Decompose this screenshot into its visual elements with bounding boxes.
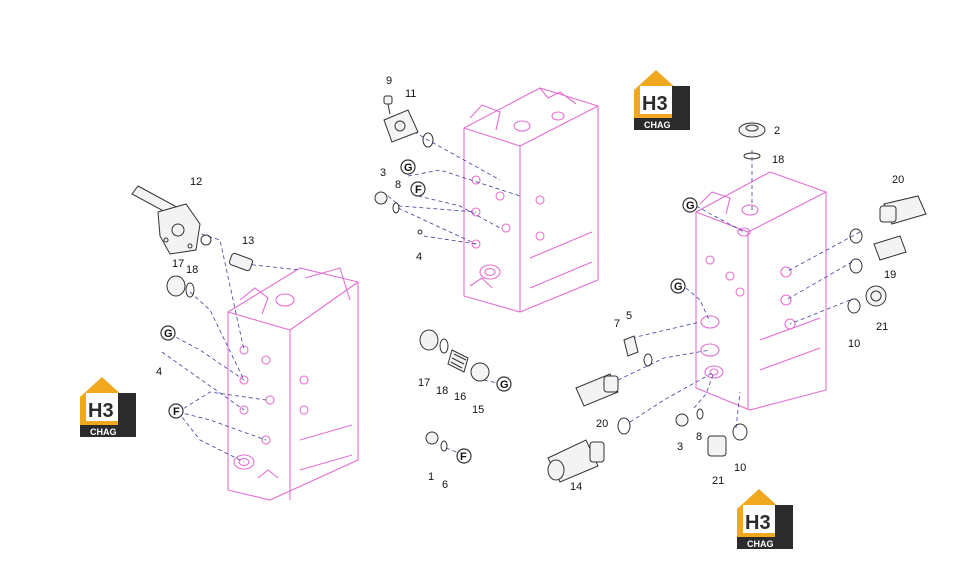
svg-text:CHAG: CHAG [644, 120, 671, 130]
part-17-18-16-15-cartridge [419, 329, 490, 382]
callout-g: G [674, 281, 683, 293]
svg-text:H3: H3 [745, 512, 771, 534]
callout-f: F [460, 451, 467, 463]
valve-housing-center [463, 87, 599, 313]
callout-14: 14 [570, 481, 582, 493]
callout-10: 10 [848, 338, 860, 350]
callout-9: 9 [386, 75, 392, 87]
marker-circles [160, 159, 698, 464]
valve-housing-right [695, 171, 827, 411]
part-20-valve-lower [575, 373, 631, 435]
callout-19: 19 [884, 269, 896, 281]
callout-f: F [173, 406, 180, 418]
callout-7: 7 [614, 318, 620, 330]
callout-4: 4 [416, 251, 422, 263]
part-13-plug [200, 234, 254, 272]
callout-16: 16 [454, 391, 466, 403]
callout-4: 4 [156, 366, 162, 378]
part-12-solenoid-cover [131, 185, 201, 255]
callout-2: 2 [774, 125, 780, 137]
svg-text:CHAG: CHAG [747, 539, 774, 549]
part-5-7-plate [623, 335, 653, 367]
part-14-solenoid-valve [547, 439, 605, 483]
callout-1: 1 [428, 471, 434, 483]
callout-f: F [415, 184, 422, 196]
part-11-cover-plate [383, 109, 434, 148]
callout-12: 12 [190, 176, 202, 188]
callout-10: 10 [734, 462, 746, 474]
part-3-8-plug-center [374, 191, 423, 235]
callout-20: 20 [596, 418, 608, 430]
callout-g: G [404, 162, 413, 174]
callout-18: 18 [436, 385, 448, 397]
callout-g: G [164, 328, 173, 340]
callout-18: 18 [186, 264, 198, 276]
callout-11: 11 [405, 88, 416, 100]
callout-20: 20 [892, 174, 904, 186]
leader-lines [161, 127, 861, 463]
part-9-bolt [383, 95, 393, 115]
callout-8: 8 [696, 431, 702, 443]
part-2-18-cap [738, 122, 766, 160]
callout-3: 3 [677, 441, 683, 453]
callout-3: 3 [380, 167, 386, 179]
callout-g: G [500, 379, 509, 391]
svg-text:H3: H3 [642, 93, 668, 115]
svg-text:CHAG: CHAG [90, 427, 117, 437]
part-3-8-21-10-plugs-lower [675, 408, 748, 457]
callout-18: 18 [772, 154, 784, 166]
watermark-logo-top: H3 CHAG [634, 70, 690, 130]
callout-21: 21 [712, 475, 724, 487]
part-1-6-plug-seal [425, 431, 448, 452]
callout-15: 15 [472, 404, 484, 416]
callout-13: 13 [242, 235, 254, 247]
valve-housing-left [227, 267, 359, 501]
callout-g: G [686, 200, 695, 212]
watermark-logo-bottom: H3 CHAG [737, 489, 793, 549]
callout-21: 21 [876, 321, 888, 333]
part-17-18-plug-seal-left [166, 275, 195, 298]
callout-labels: 9 11 3 8 G F 4 12 13 17 18 G 4 F 17 18 1… [156, 75, 904, 493]
callout-8: 8 [395, 179, 401, 191]
part-20-19-21-valves-right [847, 195, 927, 314]
callout-17: 17 [418, 377, 430, 389]
watermark-logo-left: H3 CHAG [80, 377, 136, 437]
callout-6: 6 [442, 479, 448, 491]
svg-text:H3: H3 [88, 400, 114, 422]
callout-17: 17 [172, 258, 184, 270]
callout-5: 5 [626, 310, 632, 322]
